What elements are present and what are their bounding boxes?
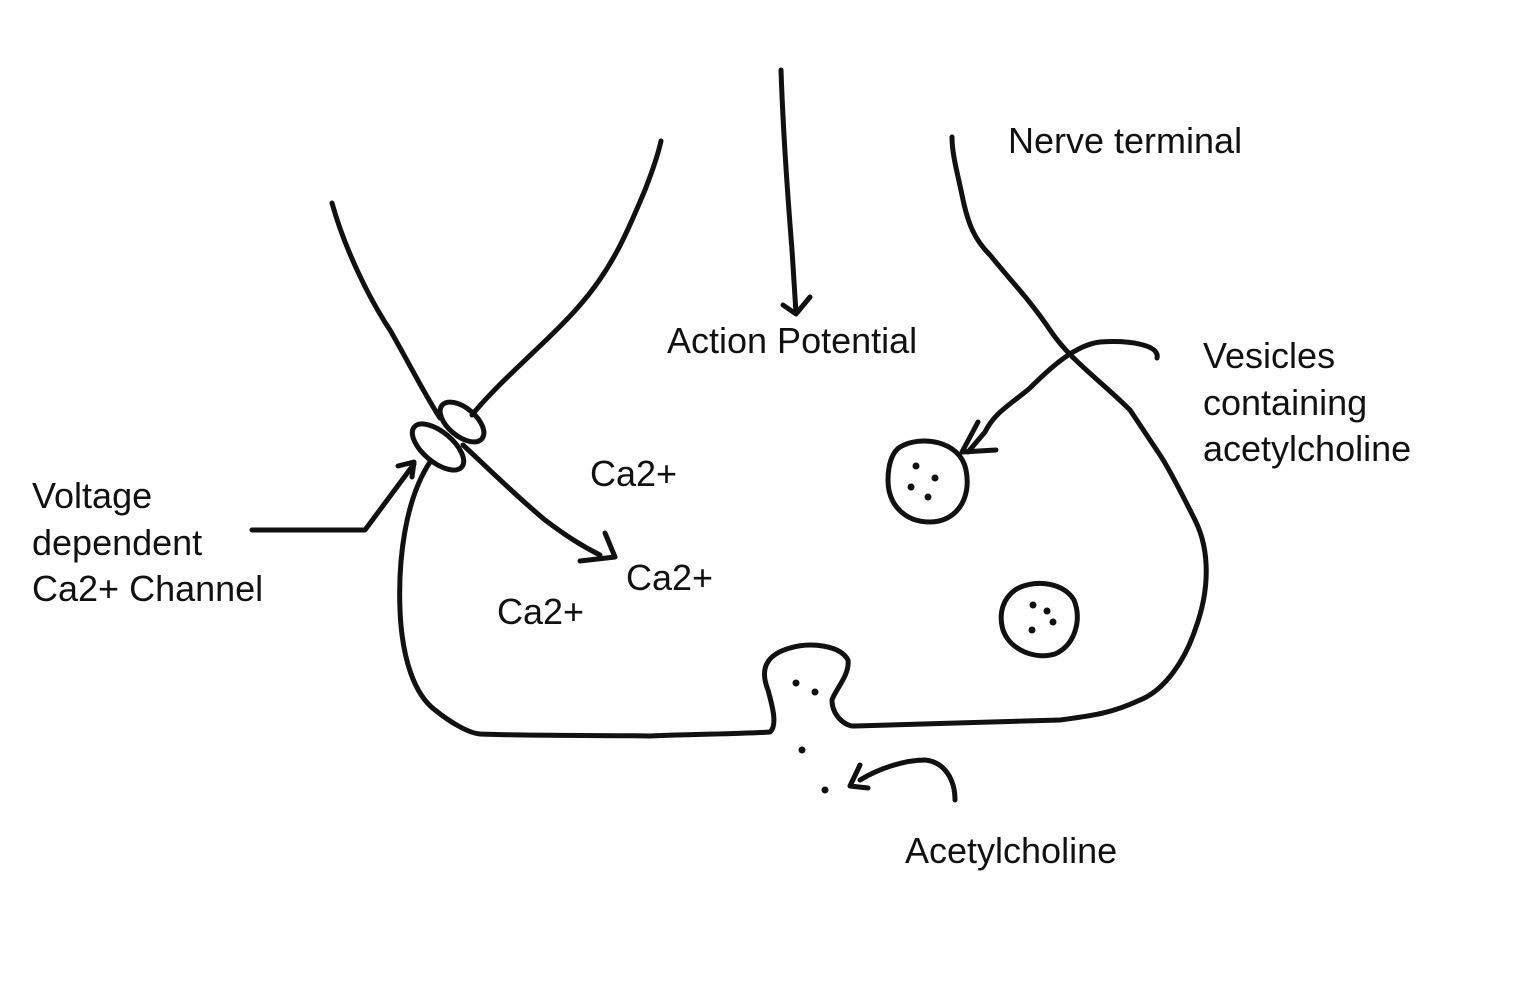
acetylcholine-label: Acetylcholine <box>905 830 1118 871</box>
vesicle-1-molecule <box>931 474 939 482</box>
calcium-channel-upper <box>437 399 487 445</box>
vesicle-2 <box>998 580 1080 659</box>
terminal-membrane <box>329 134 1209 739</box>
calcium-ion-label: Ca2+ <box>590 453 678 494</box>
vesicle-1 <box>885 438 970 525</box>
calcium-channel-lower <box>409 421 467 473</box>
acetylcholine-arrow-head <box>847 762 871 791</box>
channel-label-line-2: dependent <box>32 522 203 563</box>
calcium-ion-label: Ca2+ <box>497 591 585 632</box>
acetylcholine-molecule <box>792 679 800 687</box>
channel-label-line-1: Voltage <box>32 475 153 516</box>
vesicle-1-molecule <box>912 462 920 470</box>
vesicle-1-molecule <box>907 483 915 491</box>
action-potential-arrow <box>778 67 799 316</box>
acetylcholine-arrow <box>857 757 958 803</box>
vesicle-arrow <box>965 339 1160 455</box>
acetylcholine-molecule <box>811 688 819 696</box>
action-potential-label: Action Potential <box>667 320 918 361</box>
action-potential-arrow-head <box>780 294 813 317</box>
nerve-terminal-label: Nerve terminal <box>1008 120 1243 161</box>
vesicles-label-line-1: Vesicles <box>1203 335 1336 376</box>
vesicles-label-line-3: acetylcholine <box>1203 428 1412 469</box>
channel-arrow-head <box>395 459 417 480</box>
vesicle-arrow-head <box>959 419 999 455</box>
terminal-membrane-upper <box>469 138 664 418</box>
vesicle-2-molecule <box>1043 607 1051 615</box>
calcium-ion-label: Ca2+ <box>626 557 714 598</box>
channel-label-line-3: Ca2+ Channel <box>32 568 264 609</box>
calcium-influx-arrow <box>460 442 603 558</box>
vesicle-2-molecule <box>1029 601 1037 609</box>
vesicle-2-molecule <box>1028 626 1036 634</box>
channel-arrow <box>249 461 417 533</box>
calcium-influx-arrow-head <box>577 530 618 564</box>
vesicle-1-molecule <box>924 493 932 501</box>
vesicles-label-line-2: containing <box>1203 382 1368 423</box>
vesicle-2-molecule <box>1049 618 1057 626</box>
acetylcholine-molecule <box>821 786 829 794</box>
acetylcholine-molecule <box>798 746 806 754</box>
